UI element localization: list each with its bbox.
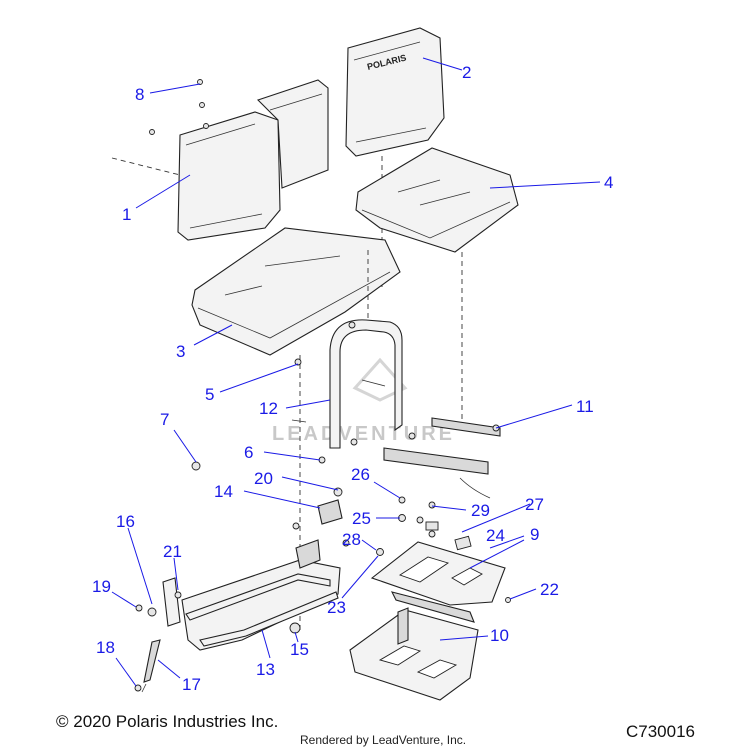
part-1-seat-back-left — [111, 79, 329, 241]
callout-20: 20 — [254, 469, 273, 488]
watermark-logo: LEADVENTURE — [272, 357, 455, 445]
callout-1: 1 — [122, 205, 131, 224]
part-12-grab-handle — [291, 319, 403, 449]
callout-21: 21 — [163, 542, 182, 561]
callout-4: 4 — [604, 173, 613, 192]
part-10-lower-bracket — [349, 607, 479, 701]
callout-26: 26 — [351, 465, 370, 484]
callout-labels: 8 1 2 4 3 5 7 6 12 11 20 14 26 25 29 27 … — [92, 63, 613, 694]
callout-9: 9 — [530, 525, 539, 544]
callout-leaders — [111, 57, 601, 687]
callout-6: 6 — [244, 443, 253, 462]
callout-8: 8 — [135, 85, 144, 104]
callout-23: 23 — [327, 598, 346, 617]
callout-25: 25 — [352, 509, 371, 528]
callout-14: 14 — [214, 482, 233, 501]
part-13-seat-frame — [181, 539, 341, 651]
callout-22: 22 — [540, 580, 559, 599]
callout-2: 2 — [462, 63, 471, 82]
callout-15: 15 — [290, 640, 309, 659]
diagram-part-number: C730016 — [626, 722, 696, 741]
callout-11: 11 — [576, 397, 594, 416]
part-17-strut — [141, 639, 161, 693]
callout-29: 29 — [471, 501, 490, 520]
callout-24: 24 — [486, 526, 505, 545]
part-14-latch — [317, 487, 343, 525]
part-9-seat-base — [370, 541, 506, 623]
callout-7: 7 — [160, 410, 169, 429]
part-11-seat-rails — [383, 417, 501, 499]
callout-17: 17 — [182, 675, 201, 694]
callout-16: 16 — [116, 512, 135, 531]
part-4-seat-cushion-front — [355, 147, 519, 430]
callout-10: 10 — [490, 626, 509, 645]
callout-12: 12 — [259, 399, 278, 418]
rendered-by-text: Rendered by LeadVenture, Inc. — [300, 733, 467, 747]
callout-19: 19 — [92, 577, 111, 596]
callout-18: 18 — [96, 638, 115, 657]
callout-13: 13 — [256, 660, 275, 679]
callout-27: 27 — [525, 495, 544, 514]
copyright-text: © 2020 Polaris Industries Inc. — [56, 712, 279, 731]
callout-3: 3 — [176, 342, 185, 361]
part-16-side-bracket — [147, 577, 182, 627]
callout-28: 28 — [342, 530, 361, 549]
part-2-seat-back-front: POLARIS — [345, 27, 445, 290]
callout-5: 5 — [205, 385, 214, 404]
watermark-text: LEADVENTURE — [272, 423, 455, 445]
